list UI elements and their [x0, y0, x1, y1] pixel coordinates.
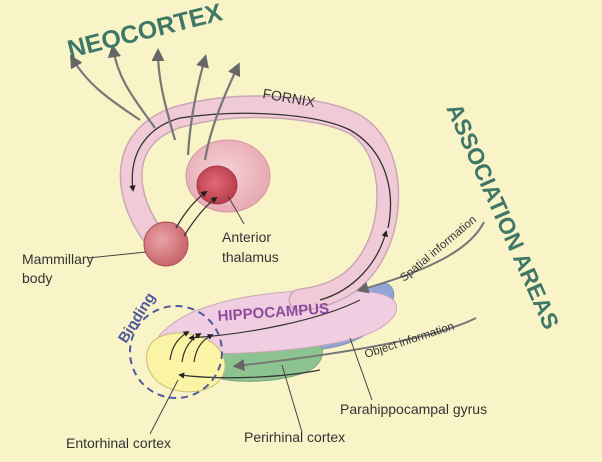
parahippocampal-gyrus-label: Parahippocampal gyrus	[340, 401, 487, 417]
mammillary-body-shape	[143, 221, 189, 267]
anterior-thalamus-label-line2: thalamus	[222, 249, 279, 265]
neocortex-projection-arrows	[69, 44, 241, 161]
mammillary-body-label-line2: body	[22, 270, 52, 286]
entorhinal-cortex-label: Entorhinal cortex	[66, 435, 171, 451]
spatial-information-label: Spatial information	[398, 214, 479, 284]
mammillary-body-label-line1: Mammillary	[22, 251, 94, 267]
binding-dashed-circle	[129, 305, 223, 399]
neocortex-title: NEOCORTEX	[65, 0, 226, 64]
binding-label: Binding	[115, 290, 159, 346]
anterior-thalamus-label-line1: Anterior	[222, 229, 271, 245]
association-areas-title: ASSOCIATION AREAS	[441, 99, 564, 333]
perirhinal-cortex-label: Perirhinal cortex	[244, 429, 345, 445]
